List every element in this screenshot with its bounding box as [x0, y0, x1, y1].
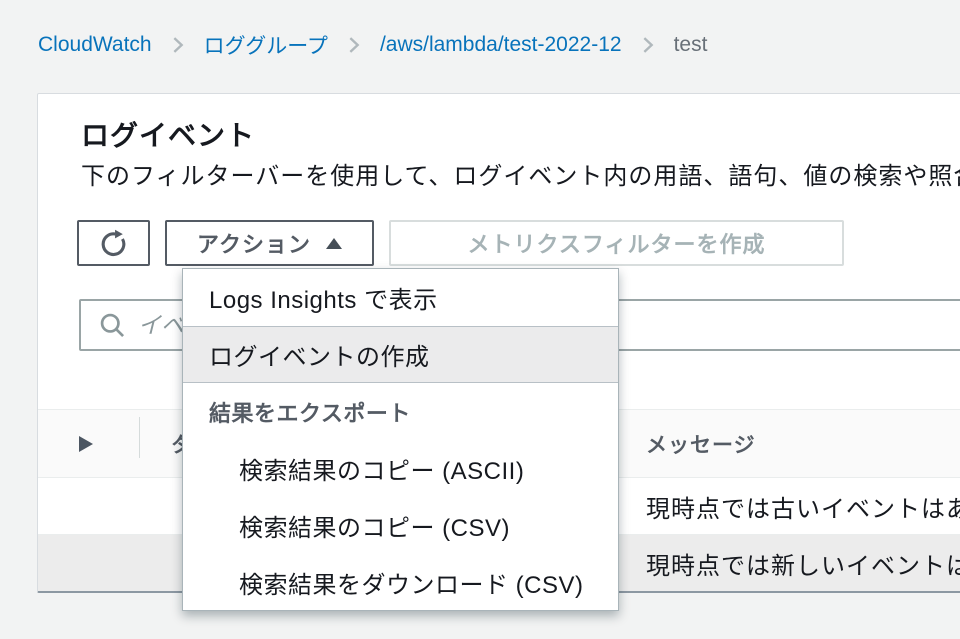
row-message: 現時点では新しいイベントは	[646, 552, 960, 580]
chevron-right-icon	[637, 34, 659, 56]
menu-item-copy-search-results-csv[interactable]: 検索結果のコピー (CSV)	[239, 515, 510, 542]
page-title: ログイベント	[81, 120, 256, 151]
actions-dropdown-button[interactable]: アクション	[165, 220, 374, 266]
column-header-message[interactable]: メッセージ	[646, 434, 756, 457]
expand-all-rows-icon[interactable]	[79, 436, 93, 452]
breadcrumb-link-cloudwatch[interactable]: CloudWatch	[38, 33, 152, 56]
menu-section-export-results: 結果をエクスポート	[209, 400, 411, 426]
actions-menu: Logs Insights で表示 ログイベントの作成 結果をエクスポート 検索…	[182, 268, 619, 611]
breadcrumb: CloudWatch ロググループ /aws/lambda/test-2022-…	[38, 30, 707, 60]
panel-description: 下のフィルターバーを使用して、ログイベント内の用語、語句、値の検索や照合	[81, 163, 960, 190]
create-metric-filter-button[interactable]: メトリクスフィルターを作成	[389, 220, 844, 266]
column-divider	[139, 417, 140, 458]
breadcrumb-current-page: test	[673, 33, 708, 56]
row-message: 現時点では古いイベントはあ	[646, 495, 960, 523]
breadcrumb-link-log-group-name[interactable]: /aws/lambda/test-2022-12	[379, 33, 622, 56]
menu-item-view-in-logs-insights[interactable]: Logs Insights で表示	[209, 287, 438, 314]
refresh-button[interactable]	[77, 220, 150, 266]
menu-item-copy-search-results-ascii[interactable]: 検索結果のコピー (ASCII)	[239, 458, 525, 485]
chevron-right-icon	[343, 34, 365, 56]
caret-up-icon	[325, 237, 342, 249]
menu-item-create-log-event[interactable]: ログイベントの作成	[183, 326, 618, 383]
breadcrumb-link-log-groups[interactable]: ロググループ	[203, 35, 328, 58]
menu-item-download-search-results-csv[interactable]: 検索結果をダウンロード (CSV)	[239, 571, 584, 599]
actions-button-label: アクション	[197, 232, 311, 257]
refresh-icon	[98, 228, 129, 259]
search-icon	[100, 313, 125, 338]
create-metric-filter-label: メトリクスフィルターを作成	[467, 232, 766, 257]
chevron-right-icon	[167, 34, 189, 56]
